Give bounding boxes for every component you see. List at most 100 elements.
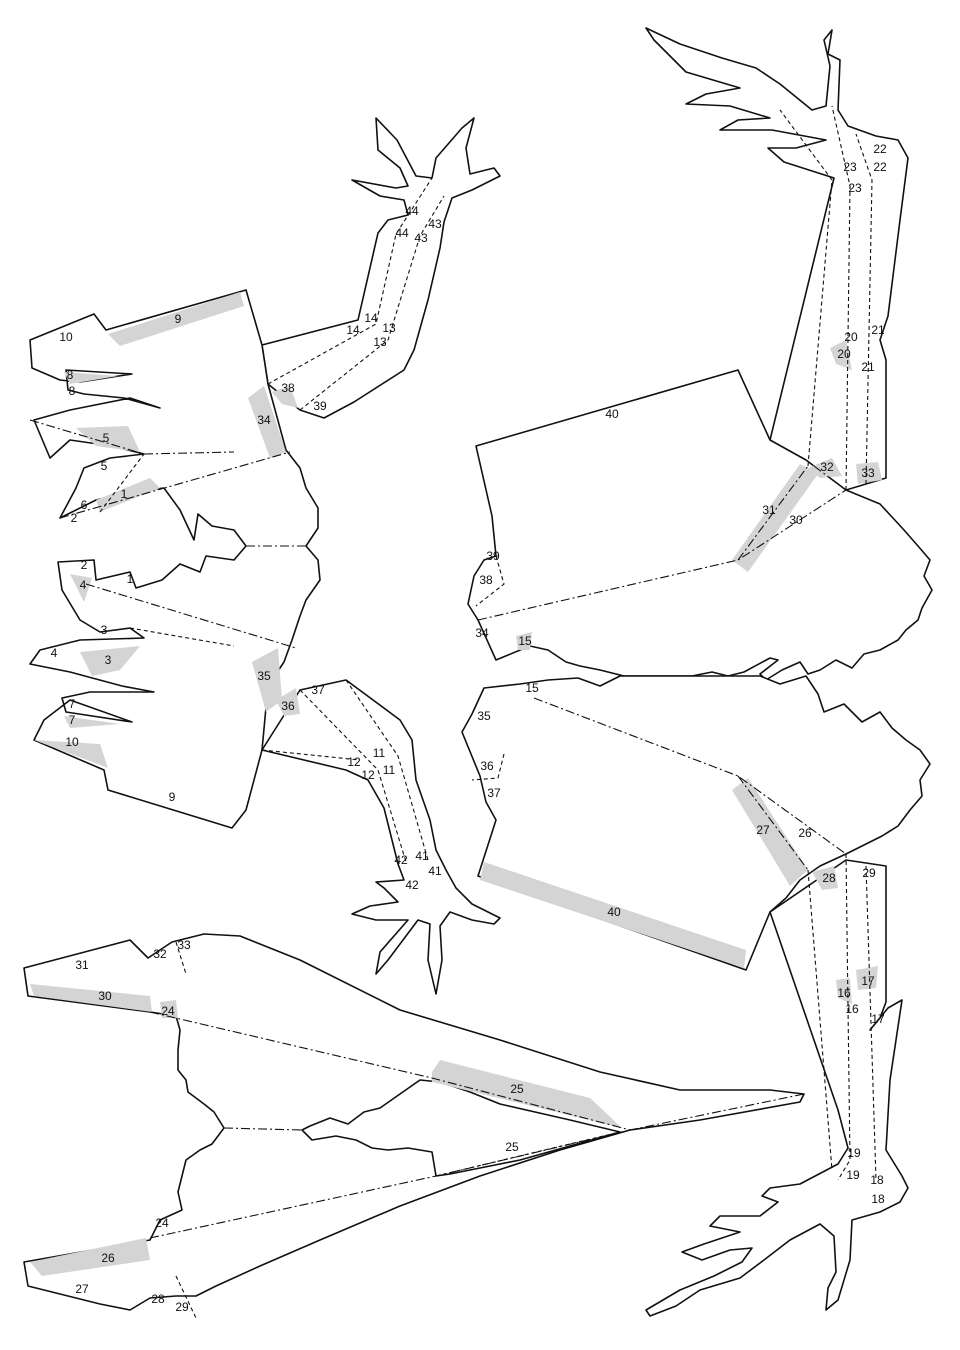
- label-43: 43: [414, 231, 428, 245]
- fold-line: [779, 109, 833, 467]
- glue-tab-27: [732, 778, 808, 886]
- fold-line: [299, 689, 407, 863]
- label-14: 14: [364, 311, 378, 325]
- fold-line: [223, 1127, 303, 1131]
- label-29: 29: [175, 1300, 189, 1314]
- fold-line: [175, 1275, 197, 1319]
- fold-line: [865, 865, 877, 1181]
- label-32: 32: [153, 947, 167, 961]
- label-36: 36: [480, 759, 494, 773]
- glue-tab-38: [272, 386, 298, 408]
- left-body-outline: [29, 289, 321, 829]
- glue-tab-24-top: [160, 1000, 178, 1018]
- label-26: 26: [101, 1251, 115, 1265]
- label-42: 42: [405, 878, 419, 892]
- label-15: 15: [525, 681, 539, 695]
- label-39: 39: [313, 399, 327, 413]
- label-9: 9: [175, 312, 182, 326]
- fold-line: [533, 697, 847, 855]
- label-30: 30: [98, 989, 112, 1003]
- label-25: 25: [505, 1140, 519, 1154]
- label-28: 28: [151, 1292, 165, 1306]
- label-20: 20: [837, 347, 851, 361]
- glue-tab-36: [276, 688, 300, 716]
- label-5: 5: [103, 431, 110, 445]
- label-2: 2: [71, 511, 78, 525]
- label-17: 17: [861, 974, 875, 988]
- fold-line: [299, 195, 445, 411]
- label-31: 31: [762, 503, 776, 517]
- label-43: 43: [428, 217, 442, 231]
- glue-tab-15-top: [516, 632, 532, 650]
- piece-right-body: [461, 27, 933, 1317]
- fold-line: [737, 465, 809, 561]
- label-20: 20: [844, 330, 858, 344]
- fold-line: [59, 451, 291, 519]
- upper-arm-outline: [261, 117, 501, 419]
- label-18: 18: [870, 1173, 884, 1187]
- label-23: 23: [848, 181, 862, 195]
- glue-tab-31: [732, 464, 818, 572]
- glue-tab-20: [830, 340, 852, 370]
- label-44: 44: [405, 204, 419, 218]
- label-4: 4: [80, 578, 87, 592]
- fold-line: [831, 105, 851, 491]
- label-36: 36: [281, 699, 295, 713]
- fold-line: [267, 177, 433, 385]
- label-7: 7: [69, 697, 76, 711]
- label-44: 44: [395, 226, 409, 240]
- label-7: 7: [69, 713, 76, 727]
- fold-line: [345, 679, 429, 861]
- glue-tab-9-top: [108, 292, 244, 346]
- label-12: 12: [347, 755, 361, 769]
- label-15: 15: [518, 634, 532, 648]
- label-22: 22: [873, 160, 887, 174]
- label-18: 18: [871, 1192, 885, 1206]
- fold-line: [769, 439, 847, 491]
- label-8: 8: [67, 368, 74, 382]
- label-11: 11: [373, 746, 386, 760]
- label-40: 40: [607, 905, 621, 919]
- label-13: 13: [382, 321, 396, 335]
- fold-line: [261, 749, 361, 761]
- label-8: 8: [69, 384, 76, 398]
- label-40: 40: [605, 407, 619, 421]
- label-34: 34: [475, 626, 489, 640]
- label-34: 34: [257, 413, 271, 427]
- label-29: 29: [862, 866, 876, 880]
- label-41: 41: [428, 864, 442, 878]
- right-body-upper-outline: [467, 369, 933, 681]
- label-42: 42: [394, 853, 408, 867]
- label-38: 38: [479, 573, 493, 587]
- label-3: 3: [105, 653, 112, 667]
- lower-hind-leg-outline: [645, 859, 909, 1317]
- label-33: 33: [861, 466, 875, 480]
- glue-tab-34: [248, 386, 286, 458]
- glue-tab-33: [856, 462, 882, 484]
- fold-line: [29, 419, 235, 455]
- piece-number-labels: 10 9 8 8 5 5 6 2 1 34 38 39 14 14 13 13 …: [51, 142, 887, 1314]
- label-1: 1: [121, 487, 128, 501]
- label-37: 37: [311, 683, 325, 697]
- label-28: 28: [822, 871, 836, 885]
- label-9: 9: [169, 790, 176, 804]
- fold-line: [477, 489, 847, 621]
- label-27: 27: [756, 823, 770, 837]
- glue-tab-30: [30, 984, 152, 1012]
- fold-line: [129, 627, 235, 647]
- glue-tab-5: [76, 426, 140, 452]
- glue-tab-25-top: [432, 1060, 622, 1128]
- label-24: 24: [161, 1004, 175, 1018]
- fold-line: [435, 1131, 621, 1177]
- glue-tab-10-bottom: [34, 740, 108, 768]
- label-16: 16: [837, 986, 851, 1000]
- label-30: 30: [789, 513, 803, 527]
- label-19: 19: [846, 1168, 860, 1182]
- label-5: 5: [101, 459, 108, 473]
- fold-line: [855, 133, 873, 485]
- glue-tab-26: [30, 1238, 150, 1276]
- fold-line: [261, 319, 359, 346]
- fold-line: [99, 453, 145, 513]
- label-35: 35: [257, 669, 271, 683]
